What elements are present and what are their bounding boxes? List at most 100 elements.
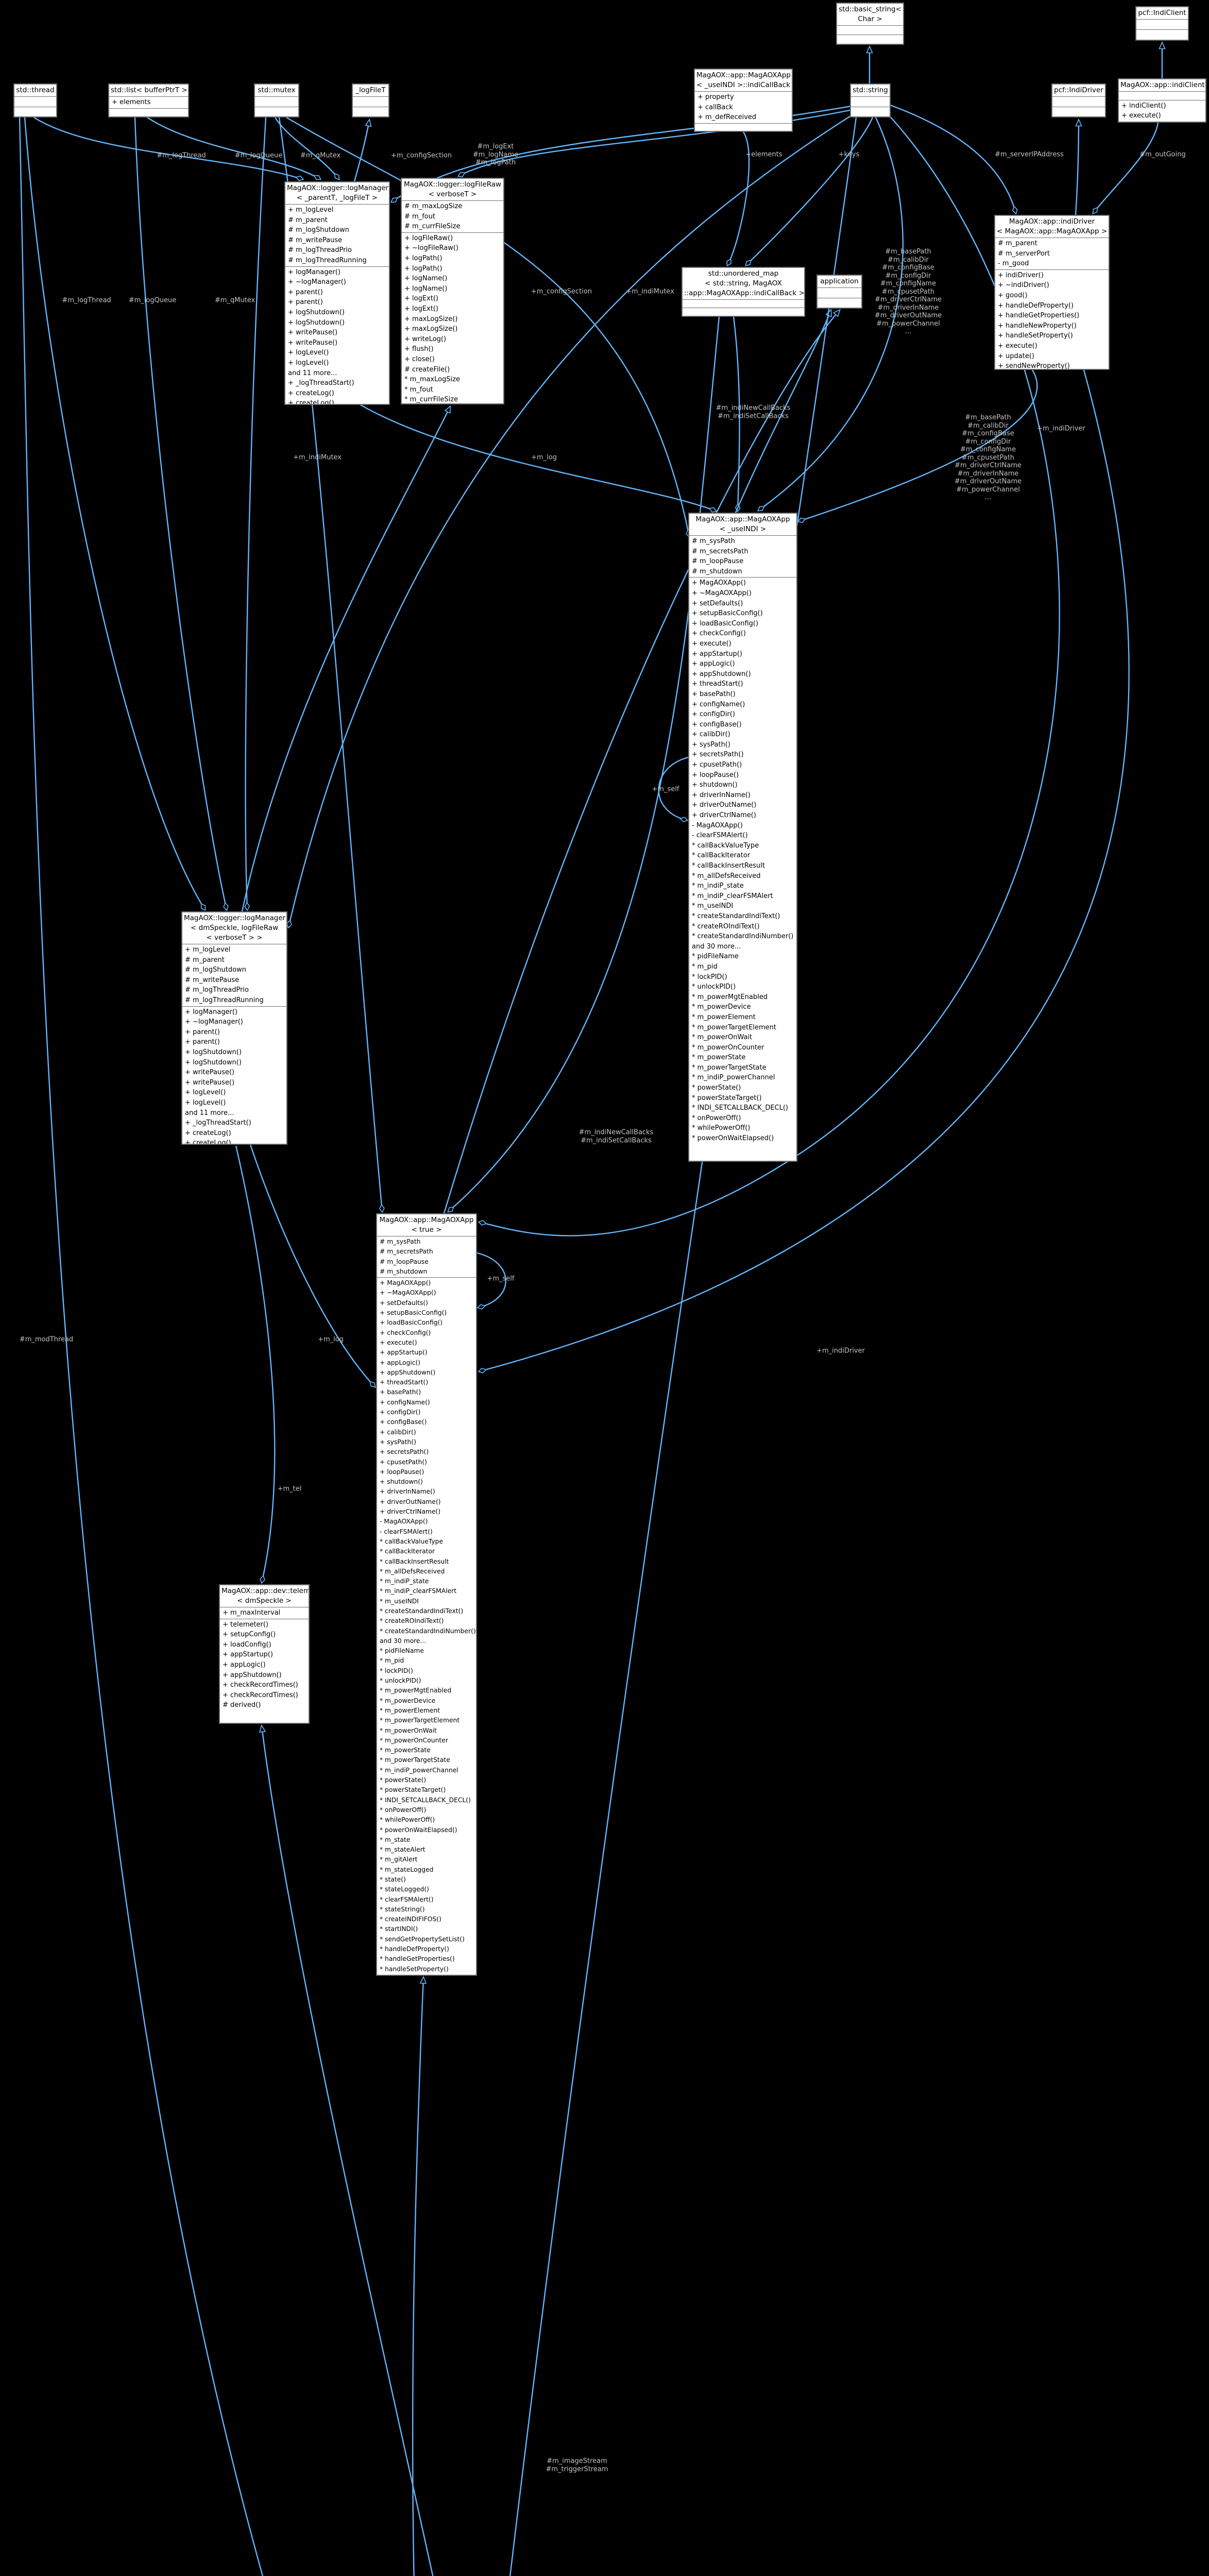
member-row: + logShutdown() xyxy=(288,318,345,327)
member-row: * powerState() xyxy=(380,1776,427,1784)
edge-label: #m_outGoing xyxy=(1139,150,1186,159)
member-row: * m_powerState xyxy=(380,1747,431,1754)
member-row: * m_powerOnCounter xyxy=(692,1043,764,1052)
member-row: + logManager() xyxy=(288,268,340,276)
class-title: std::unordered_map< std::string, MagAOX:… xyxy=(683,268,804,300)
empty-section xyxy=(1136,30,1188,40)
member-row: + threadStart() xyxy=(692,680,743,688)
member-row: + handleGetProperties() xyxy=(998,312,1080,320)
class-std-thread[interactable]: std::thread xyxy=(13,83,57,117)
class-title: MagAOX::app::MagAOXApp< _useINDI > xyxy=(689,514,796,536)
member-row: * m_powerState xyxy=(692,1054,746,1062)
member-row: * m_powerTargetState xyxy=(380,1756,450,1764)
member-row: + writeLog() xyxy=(404,335,447,343)
member-row: * createStandardIndiNumber() xyxy=(692,933,794,941)
member-row: # m_secretsPath xyxy=(692,547,748,555)
class-std-string[interactable]: std::string xyxy=(850,83,891,117)
class-magaoxapp-true[interactable]: MagAOX::app::MagAOXApp< true ># m_sysPat… xyxy=(376,1213,477,1976)
member-row: * m_maxLogSize xyxy=(404,376,461,384)
member-row: * m_allDefsReceived xyxy=(380,1567,445,1575)
member-row: * powerOnWaitElapsed() xyxy=(692,1134,774,1143)
member-row: + _logThreadStart() xyxy=(185,1119,251,1127)
member-row: + loopPause() xyxy=(692,771,739,779)
edge-map-magaoxapp2 xyxy=(448,316,720,1212)
class-magaoxapp-useindi[interactable]: MagAOX::app::MagAOXApp< _useINDI ># m_sy… xyxy=(688,513,797,1162)
member-row: + ~indiDriver() xyxy=(998,281,1049,290)
member-row: + cpusetPath() xyxy=(380,1458,427,1466)
edge-mutex-logmanager xyxy=(274,117,339,179)
member-row: + logLevel() xyxy=(185,1089,226,1097)
member-row: + appShutdown() xyxy=(692,670,751,678)
member-section: + MagAOXApp()+ ~MagAOXApp()+ setDefaults… xyxy=(689,578,796,1144)
empty-section xyxy=(14,97,56,107)
edge-label: #m_indiNewCallBacks#m_indiSetCallBacks xyxy=(716,404,791,420)
member-row: + loadBasicConfig() xyxy=(692,619,759,628)
empty-section xyxy=(837,26,903,35)
member-row: * m_indiP_powerChannel xyxy=(692,1074,775,1082)
member-row: + checkConfig() xyxy=(380,1329,431,1336)
member-row: * callBackValueType xyxy=(380,1537,444,1545)
class-std-mutex[interactable]: std::mutex xyxy=(254,83,299,117)
member-section: + elements xyxy=(109,97,188,109)
class-unordered-map[interactable]: std::unordered_map< std::string, MagAOX:… xyxy=(682,267,805,317)
member-section: + m_logLevel# m_parent# m_logShutdown# m… xyxy=(182,944,286,1007)
class-application[interactable]: application xyxy=(816,275,862,309)
member-row: + sendNewProperty() xyxy=(998,362,1070,370)
edge-thread-logmanager2 xyxy=(24,117,205,910)
class-indicallback[interactable]: MagAOX::app::MagAOXApp< _useINDI >::indi… xyxy=(694,69,793,132)
member-row: * m_powerOnWait xyxy=(380,1726,437,1734)
class-title: MagAOX::logger::logManager< _parentT, _l… xyxy=(285,182,389,205)
member-row: + execute() xyxy=(998,342,1037,350)
class-logmanager-generic[interactable]: MagAOX::logger::logManager< _parentT, _l… xyxy=(284,181,390,405)
edge-label: #m_logThread xyxy=(62,296,111,304)
class-logmanager-dmspeckle[interactable]: MagAOX::logger::logManager< dmSpeckle, l… xyxy=(181,911,287,1145)
class-logfileraw[interactable]: MagAOX::logger::logFileRaw< verboseT ># … xyxy=(401,178,504,404)
member-row: + configName() xyxy=(380,1398,430,1406)
edge-logmanager-logfilet xyxy=(353,118,372,182)
class-pcf-indidriver[interactable]: pcf::IndiDriver xyxy=(1051,83,1106,117)
member-row: * m_powerElement xyxy=(380,1706,440,1714)
edge-label: +keys xyxy=(838,150,860,159)
class-title: std::mutex xyxy=(255,84,298,97)
edge-label: #m_logQueue xyxy=(128,296,177,304)
member-row: + telemeter() xyxy=(223,1620,268,1629)
class-app-indiclient[interactable]: MagAOX::app::indiClient+ indiClient()+ e… xyxy=(1118,78,1206,123)
class-logfilet[interactable]: _logFileT xyxy=(352,83,389,117)
class-indidriver-app[interactable]: MagAOX::app::indiDriver< MagAOX::app::Ma… xyxy=(994,215,1110,370)
member-row: + calibDir() xyxy=(380,1428,416,1436)
class-title: MagAOX::logger::logFileRaw< verboseT > xyxy=(402,179,503,201)
class-title: std::thread xyxy=(14,84,56,97)
member-row: + logShutdown() xyxy=(288,308,345,316)
member-row: + configName() xyxy=(692,700,745,708)
member-row: * m_pid xyxy=(380,1657,404,1665)
class-basic-string[interactable]: std::basic_string<Char > xyxy=(836,3,904,45)
member-row: * callBackValueType xyxy=(692,841,759,850)
edge-label: +m_indiDriver xyxy=(816,1347,865,1355)
member-row: + createLog() xyxy=(288,399,334,405)
member-row: * createROIndiText() xyxy=(380,1617,444,1625)
edge-logmanager2-magaoxapp2 xyxy=(249,1144,375,1387)
member-row: + logManager() xyxy=(185,1008,237,1016)
member-row: + ~MagAOXApp() xyxy=(380,1289,436,1297)
member-row: * m_powerDevice xyxy=(692,1003,751,1011)
member-row: * createStandardIndiText() xyxy=(380,1607,464,1615)
edge-label: +m_tel xyxy=(277,1485,302,1493)
member-section: + logManager()+ ~logManager()+ parent()+… xyxy=(182,1007,286,1145)
member-row: * powerOnWaitElapsed() xyxy=(380,1826,457,1834)
member-row: + createLog() xyxy=(185,1139,231,1145)
edge-string-map xyxy=(746,117,874,265)
class-telemeter[interactable]: MagAOX::app::dev::telemeter< dmSpeckle >… xyxy=(219,1584,310,1724)
member-row: * m_powerTargetElement xyxy=(692,1023,777,1031)
class-pcf-indiclient[interactable]: pcf::IndiClient xyxy=(1135,6,1189,41)
member-row: + logExt() xyxy=(404,295,438,303)
member-row: # m_maxLogSize xyxy=(404,202,463,210)
member-row: + ~MagAOXApp() xyxy=(692,589,752,597)
member-row: * pidFileName xyxy=(380,1647,424,1655)
class-std-list-bufferptr[interactable]: std::list< bufferPtrT >+ elements xyxy=(108,83,189,117)
member-row: + setDefaults() xyxy=(380,1299,428,1307)
empty-section xyxy=(851,97,890,107)
member-row: + MagAOXApp() xyxy=(692,579,746,587)
member-row: + m_logLevel xyxy=(185,946,231,954)
member-row: + writePause() xyxy=(185,1069,235,1077)
member-row: + close() xyxy=(404,355,435,363)
